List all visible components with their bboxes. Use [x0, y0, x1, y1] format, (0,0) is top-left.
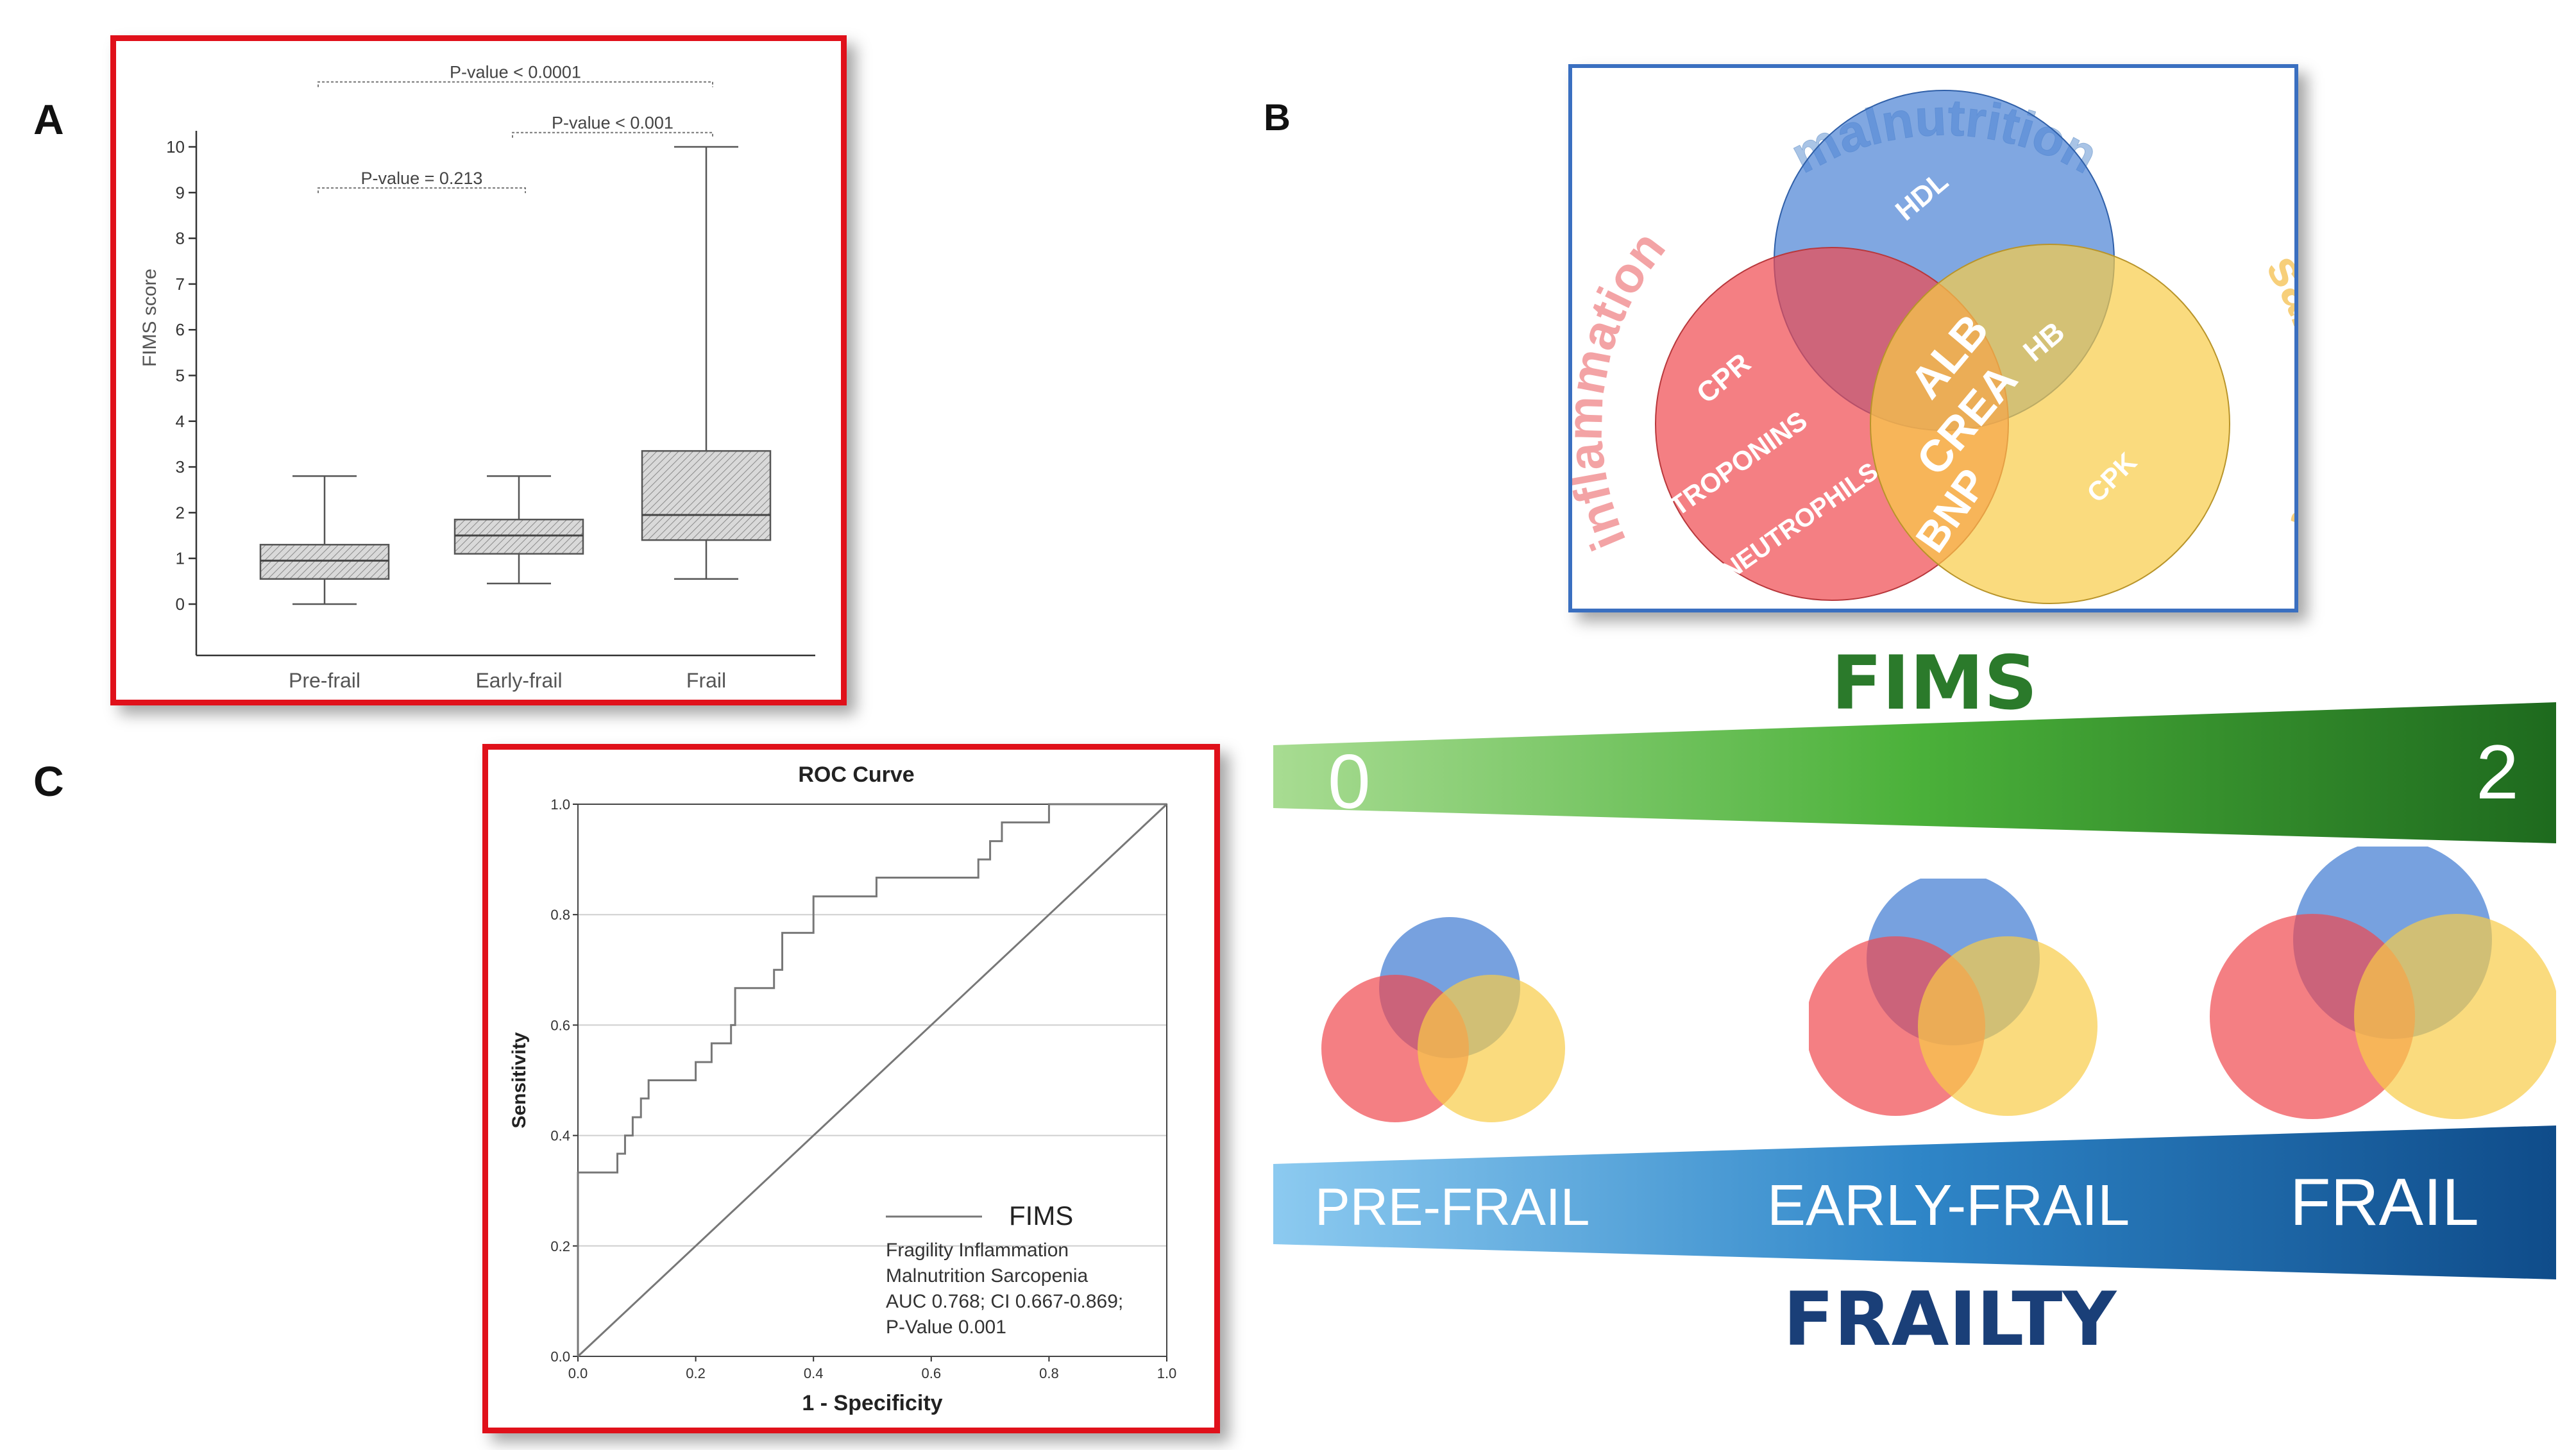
x-category-label: Frail [686, 669, 726, 692]
venn-icon-frail [2210, 847, 2556, 1119]
frailty-title: FRAILTY [1783, 1276, 2117, 1363]
pvalue-label: P-value < 0.001 [552, 114, 674, 133]
x-category-label: Early-frail [475, 669, 562, 692]
x-tick-label: 0.8 [1039, 1365, 1059, 1381]
y-tick-label: 5 [176, 366, 185, 385]
box-iqr [641, 450, 772, 541]
fims-scale-max: 2 [2476, 729, 2519, 815]
legend-note-line: P-Value 0.001 [886, 1317, 1006, 1338]
x-tick-label: 0.0 [568, 1365, 588, 1381]
y-tick-label: 0.0 [550, 1349, 570, 1365]
fims-scale-min: 0 [1328, 739, 1371, 825]
roc-title: ROC Curve [798, 763, 914, 787]
roc-chart: ROC Curve 0.0 0.2 0.4 0.6 0.8 1.0 0.0 0.2 0.4 0.6 0… [509, 763, 1177, 1415]
venn-diagram: malnutrition inflammation sarcopenia HDL… [1556, 89, 2356, 604]
y-tick-label: 2 [176, 503, 185, 522]
y-tick-label: 4 [176, 412, 185, 431]
y-tick-label: 0.8 [550, 907, 570, 923]
roc-frame: ROC Curve 0.0 0.2 0.4 0.6 0.8 1.0 0.0 0.2 0.4 0.6 0… [482, 744, 1220, 1433]
y-tick-label: 0.6 [550, 1017, 570, 1033]
x-axis-label: 1 - Specificity [802, 1391, 942, 1415]
sarcopenia-label: sarcopenia [2256, 244, 2294, 535]
roc-reference-line [577, 803, 1168, 1358]
y-tick-label: 3 [176, 457, 185, 476]
y-tick-label: 1.0 [550, 797, 570, 813]
fims-title: FIMS [1831, 640, 2038, 727]
pvalue-label: P-value = 0.213 [361, 169, 483, 188]
x-tick-label: 0.2 [686, 1365, 706, 1381]
frailty-scale-bar: PRE-FRAIL EARLY-FRAIL FRAIL [1273, 1125, 2556, 1279]
venn-icon-prefrail [1321, 917, 1565, 1122]
venn-circle-sarcopenia [1870, 244, 2230, 604]
pvalue-bracket [318, 81, 713, 87]
roc-curve-fims [577, 803, 1167, 1356]
y-tick-label: 1 [176, 549, 185, 568]
y-tick-label: 7 [176, 274, 185, 294]
stage-frail: FRAIL [2290, 1165, 2479, 1240]
panel-label-c: C [33, 757, 64, 805]
x-category-label: Pre-frail [289, 669, 360, 692]
y-axis-label: FIMS score [139, 269, 160, 367]
y-tick-label: 0.2 [550, 1238, 570, 1254]
panel-label-b: B [1264, 97, 1291, 139]
pvalue-bracket [318, 187, 526, 194]
fims-scale-bar: 0 2 [1273, 702, 2556, 843]
y-tick-label: 9 [176, 183, 185, 202]
stage-prefrail: PRE-FRAIL [1315, 1178, 1589, 1236]
y-tick-label: 0.4 [550, 1128, 570, 1144]
venn-icon-earlyfrail [1809, 879, 2097, 1116]
legend-note-line: AUC 0.768; CI 0.667-0.869; [886, 1291, 1123, 1312]
legend-label: FIMS [1009, 1201, 1073, 1231]
legend-note-line: Fragility Inflammation [886, 1240, 1069, 1261]
y-axis-label: Sensitivity [509, 1032, 530, 1128]
pvalue-bracket [512, 131, 713, 138]
x-tick-label: 0.4 [804, 1365, 824, 1381]
y-tick-label: 0 [176, 594, 185, 614]
box-iqr [259, 544, 390, 580]
y-tick-label: 8 [176, 229, 185, 248]
plot-area [577, 804, 1167, 1357]
venn-frame: malnutrition inflammation sarcopenia HDL… [1556, 64, 2356, 612]
legend-note-line: Malnutrition Sarcopenia [886, 1265, 1088, 1286]
y-tick-label: 6 [176, 320, 185, 339]
x-tick-label: 1.0 [1157, 1365, 1177, 1381]
box-iqr [453, 518, 584, 555]
x-tick-label: 0.6 [922, 1365, 942, 1381]
y-tick-label: 10 [166, 137, 185, 156]
pvalue-label: P-value < 0.0001 [450, 63, 581, 82]
stage-earlyfrail: EARLY-FRAIL [1767, 1174, 2130, 1238]
panel-label-a: A [33, 96, 64, 143]
